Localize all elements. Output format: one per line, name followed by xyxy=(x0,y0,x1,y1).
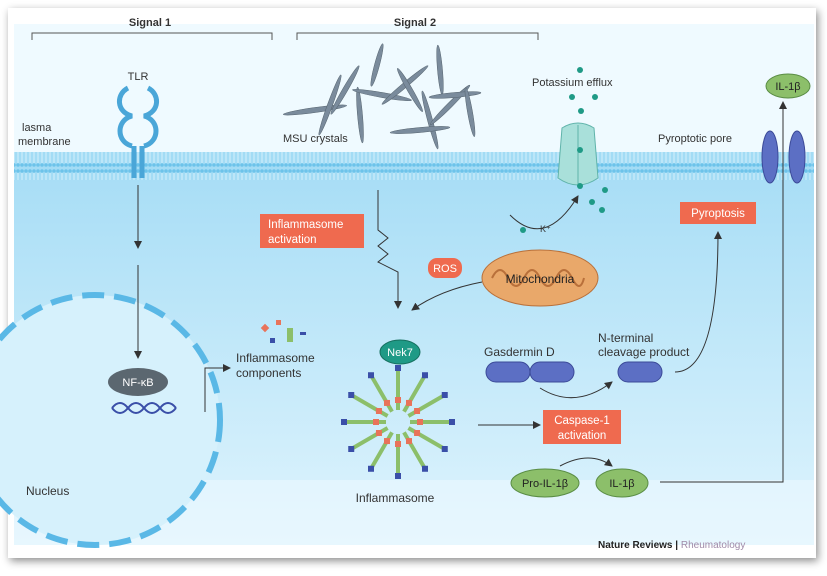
inflammasome-icon xyxy=(341,365,455,479)
inflammasome-pyd xyxy=(373,419,379,425)
il1b-released-label: IL-1β xyxy=(775,81,800,93)
inflammasome-tip xyxy=(422,372,428,379)
inflammasome-components-icon xyxy=(260,320,306,343)
inflammasome-activation-label-2: activation xyxy=(268,234,317,246)
dna-icon xyxy=(111,402,177,414)
inflammasome-activation-box xyxy=(260,214,364,248)
caspase-1-activation-box xyxy=(543,410,621,444)
il1b-released-oval xyxy=(765,73,811,99)
transcription-arrow xyxy=(204,364,231,412)
tlr-receptor-icon xyxy=(117,85,159,178)
potassium-ions-icon xyxy=(520,67,608,233)
inflammasome-pyd xyxy=(384,438,390,445)
pyroptosis-box xyxy=(680,202,756,224)
cleavage-arrow xyxy=(539,381,613,399)
processing-arrow xyxy=(559,457,613,467)
inflammasome-tip xyxy=(449,419,455,425)
msu-signal-arrow xyxy=(377,190,402,309)
signal-1-bracket xyxy=(31,32,273,40)
pyroptosis-label: Pyroptosis xyxy=(691,208,745,220)
mitochondria-icon xyxy=(481,249,599,307)
inflammasome-pyd xyxy=(414,408,421,414)
msu-crystals-icon xyxy=(283,43,482,150)
potassium-channel-icon xyxy=(557,122,599,186)
il1b-oval xyxy=(595,468,649,498)
mitochondria-label: Mitochondria xyxy=(506,272,575,286)
inflammasome-tip xyxy=(395,365,401,371)
inflammasome-tip xyxy=(441,446,448,452)
pro-il1b-oval xyxy=(510,468,580,498)
inflammasome-label: Inflammasome xyxy=(356,491,435,505)
pro-il1b-label: Pro-IL-1β xyxy=(522,478,568,490)
inflammasome-pyd xyxy=(395,397,401,403)
inflammasome-tip xyxy=(341,419,347,425)
inflammasome-pyd xyxy=(406,438,412,445)
inflammasome-tip xyxy=(348,392,355,398)
inflammasome-pyd xyxy=(395,441,401,447)
il1b-label: IL-1β xyxy=(609,478,634,490)
inflammasome-pyd xyxy=(375,430,382,436)
inflammasome-pyd xyxy=(414,430,421,436)
nucleus xyxy=(0,292,223,548)
inflammasome-pyd xyxy=(384,399,390,406)
plasma-membrane-label-2: membrane xyxy=(18,136,71,148)
msu-label: MSU crystals xyxy=(283,133,348,145)
inflammasome-activation-label-1: Inflammasome xyxy=(268,219,343,231)
gasdermin-label: Gasdermin D xyxy=(484,345,555,359)
inflammasome-tip xyxy=(348,446,355,452)
n-terminal-label-2: cleavage product xyxy=(598,345,690,359)
inflammasome-tip xyxy=(422,465,428,472)
signal-1-label: Signal 1 xyxy=(129,17,171,29)
credit-text: Nature Reviews | Rheumatology xyxy=(598,540,745,551)
potassium-efflux-label: Potassium efflux xyxy=(532,77,613,89)
nucleus-label: Nucleus xyxy=(26,484,69,498)
il1b-release-arrow xyxy=(660,101,787,483)
nek7-oval xyxy=(379,339,421,365)
inflammasome-pyd xyxy=(417,419,423,425)
ros-arrow xyxy=(411,281,483,311)
n-terminal-icon xyxy=(617,361,663,383)
nek7-label: Nek7 xyxy=(387,347,413,359)
tlr-label: TLR xyxy=(128,71,149,83)
inflammasome-tip xyxy=(368,465,374,472)
plasma-membrane-label-1: lasma xyxy=(22,122,52,134)
signal-2-bracket xyxy=(296,32,539,40)
potassium-efflux-arrow xyxy=(509,195,579,230)
components-label-2: components xyxy=(236,366,301,380)
pyroptotic-pore-icon xyxy=(761,130,806,184)
inflammasome-pyd xyxy=(375,408,382,414)
inflammasome-tip xyxy=(368,372,374,379)
inflammasome-tip xyxy=(395,473,401,479)
inflammasome-tip xyxy=(441,392,448,398)
n-terminal-label-1: N-terminal xyxy=(598,331,653,345)
ros-label: ROS xyxy=(433,263,457,275)
caspase-1-label-2: activation xyxy=(558,430,607,442)
ros-badge xyxy=(428,258,462,278)
nfkb-label: NF-κB xyxy=(122,377,153,389)
pyroptosis-arrow xyxy=(674,231,722,373)
k-ion-label: K⁺ xyxy=(540,224,551,234)
caspase-1-label-1: Caspase-1 xyxy=(554,415,610,427)
nfkb-oval xyxy=(108,368,168,396)
inflammasome-pyd xyxy=(406,399,412,406)
signal-2-label: Signal 2 xyxy=(394,17,436,29)
gasdermin-d-icon xyxy=(485,361,575,383)
pyroptotic-pore-label: Pyroptotic pore xyxy=(658,133,732,145)
components-label-1: Inflammasome xyxy=(236,351,315,365)
